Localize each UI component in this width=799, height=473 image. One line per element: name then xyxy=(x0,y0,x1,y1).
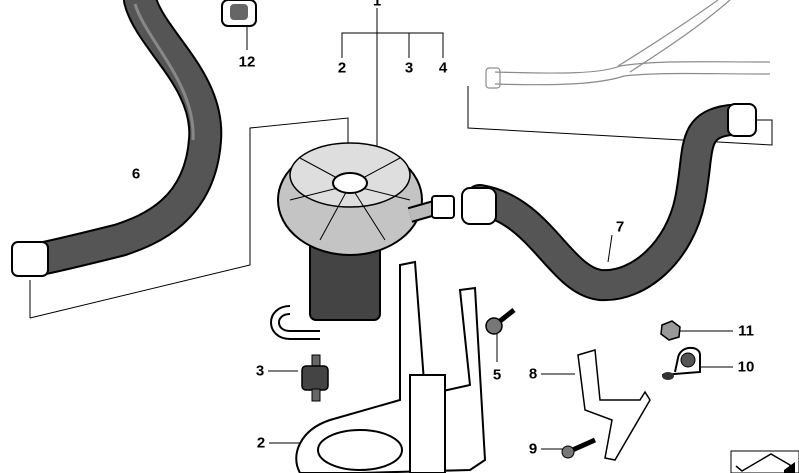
callout-9: 9 xyxy=(528,440,538,458)
callout-4: 4 xyxy=(438,59,448,77)
callout-7: 7 xyxy=(615,218,625,236)
callout-1: 1 xyxy=(372,0,382,10)
hose-6 xyxy=(11,0,223,277)
ghost-hose xyxy=(485,0,771,89)
clamp-12 xyxy=(221,0,257,27)
nut-11 xyxy=(660,320,681,341)
callout-2-top: 2 xyxy=(337,59,347,77)
callout-8: 8 xyxy=(528,365,538,383)
callout-3-top: 3 xyxy=(404,59,414,77)
callout-12: 12 xyxy=(238,53,256,71)
clip-10 xyxy=(661,346,701,380)
bolt-9 xyxy=(561,437,597,459)
rubber-mount-3 xyxy=(301,354,329,402)
bracket-8 xyxy=(577,349,651,461)
callout-10: 10 xyxy=(737,358,755,376)
callout-6: 6 xyxy=(131,165,141,183)
callout-3: 3 xyxy=(255,362,265,380)
corner-logo-icon xyxy=(730,450,799,473)
callout-2: 2 xyxy=(256,434,266,452)
callout-5: 5 xyxy=(492,366,502,384)
callout-11: 11 xyxy=(738,322,754,340)
secondary-air-pump-1 xyxy=(270,142,455,340)
hose-7 xyxy=(461,103,757,302)
bolt-5 xyxy=(485,308,516,335)
bracket-2 xyxy=(295,260,487,473)
